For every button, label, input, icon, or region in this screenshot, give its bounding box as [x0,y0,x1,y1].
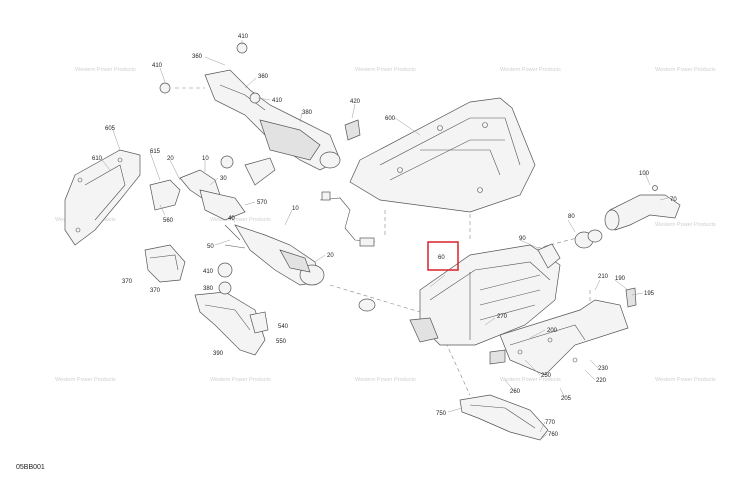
part-label-10: 10 [292,206,299,212]
part-label-195: 195 [644,291,655,297]
watermark: Western Power Products [655,222,716,228]
watermark: Western Power Products [55,377,116,383]
side-heat-shield-610 [64,149,141,246]
part-label-600: 600 [385,116,396,122]
part-label-50: 50 [207,244,214,250]
part-label-60: 60 [438,255,445,261]
lower-heat-shield-750 [459,394,549,441]
part-label-200: 200 [547,328,558,334]
watermark-group: Western Power Products Western Power Pro… [55,67,716,383]
part-label-70: 70 [670,197,677,203]
part-labels: 410 360 410 360 410 380 420 600 605 610 … [92,34,677,438]
watermark: Western Power Products [655,67,716,73]
watermark: Western Power Products [500,67,561,73]
mounting-bracket-200 [489,287,637,376]
part-label-570: 570 [257,200,268,206]
part-label-20: 20 [327,253,334,259]
part-label-610: 610 [92,156,103,162]
highlight-box [427,241,459,271]
tailpipe-390 [194,262,269,356]
part-label-270: 270 [497,314,508,320]
watermark: Western Power Products [355,67,416,73]
part-label-260: 260 [510,389,521,395]
sensor-wire-assembly [319,191,376,247]
part-label-190: 190 [615,276,626,282]
watermark: Western Power Products [75,67,136,73]
part-label-205: 205 [561,396,572,402]
part-label-420: 420 [350,99,361,105]
watermark: Western Power Products [355,377,416,383]
part-label-770: 770 [545,420,556,426]
part-label-220: 220 [596,378,607,384]
outlet-elbow-70 [604,185,681,231]
part-label-370: 370 [122,279,133,285]
part-label-250: 250 [541,373,552,379]
watermark: Western Power Products [500,377,561,383]
part-label-760: 760 [548,432,559,438]
leader-lines [101,40,669,441]
part-label-380: 380 [203,286,214,292]
part-label-540: 540 [278,324,289,330]
part-label-410: 410 [238,34,249,40]
part-label-560: 560 [163,218,174,224]
alignment-line [329,284,421,313]
part-label-410: 410 [203,269,214,275]
watermark: Western Power Products [655,377,716,383]
part-label-100: 100 [639,171,650,177]
part-label-390: 390 [213,351,224,357]
part-label-410: 410 [152,63,163,69]
part-label-370: 370 [150,288,161,294]
alignment-line [529,231,601,251]
part-label-380: 380 [302,110,313,116]
part-label-615: 615 [150,149,161,155]
reference-code: 05BB001 [16,464,45,471]
part-label-605: 605 [105,126,116,132]
part-label-360: 360 [192,54,203,60]
part-label-550: 550 [276,339,287,345]
part-label-230: 230 [598,366,609,372]
part-label-360: 360 [258,74,269,80]
part-label-80: 80 [568,214,575,220]
flange-gaskets [537,229,603,269]
part-label-20: 20 [167,156,174,162]
part-label-750: 750 [436,411,447,417]
tailpipe-370 [144,244,186,283]
part-label-30: 30 [220,176,227,182]
watermark: Western Power Products [210,217,271,223]
alignment-line [439,329,471,396]
part-label-90: 90 [519,236,526,242]
clamp [358,298,376,312]
part-label-410: 410 [272,98,283,104]
lower-exhaust-pipe [224,224,325,286]
part-label-10: 10 [202,156,209,162]
watermark: Western Power Products [210,377,271,383]
part-label-210: 210 [598,274,609,280]
heat-shield-600 [349,97,536,213]
upper-exhaust-pipe [159,42,361,171]
part-label-40: 40 [228,216,235,222]
front-pipe-assembly [149,155,276,221]
